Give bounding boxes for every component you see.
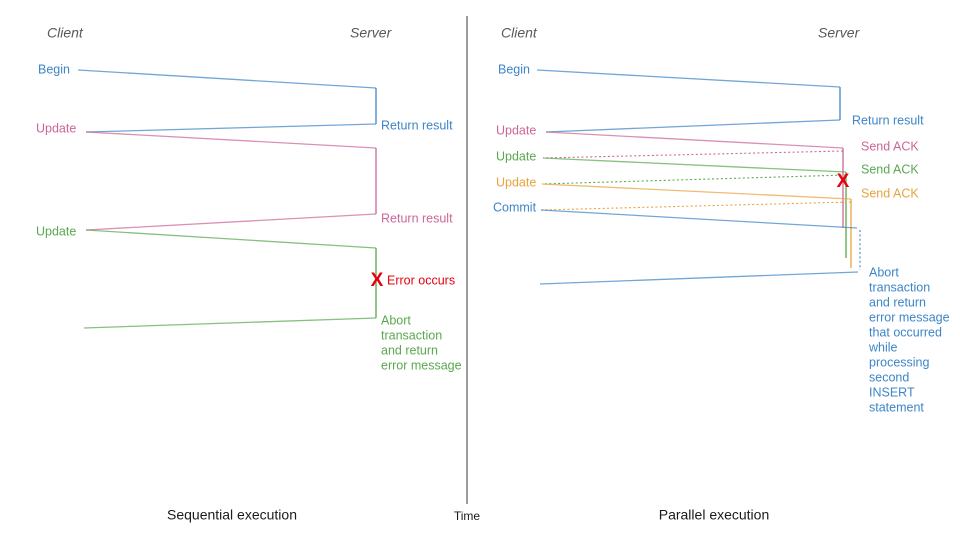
- left-server-label-return-result-2: Return result: [381, 211, 453, 225]
- right-arrow-commit-request: [540, 209, 858, 229]
- time-axis-label: Time: [454, 509, 481, 523]
- right-abort-note-line-10: statement: [869, 400, 924, 414]
- right-arrow-update-orange-request: [541, 183, 852, 200]
- left-abort-note-line-4: error message: [381, 358, 462, 372]
- right-arrow-ack-orange: [540, 201, 852, 211]
- left-client-label-update2: Update: [36, 224, 76, 238]
- right-arrow-begin-request: [536, 69, 841, 88]
- right-arrow-update-green-request: [542, 157, 847, 173]
- left-arrow-update1-request: [85, 131, 377, 149]
- left-client-label-update1: Update: [36, 121, 76, 135]
- right-abort-note-line-7: processing: [869, 355, 929, 369]
- left-server-label-return-result-1: Return result: [381, 118, 453, 132]
- left-abort-note-line-3: and return: [381, 343, 438, 357]
- right-server-label-ack-2: Send ACK: [861, 162, 919, 176]
- right-client-label-commit: Commit: [493, 200, 537, 214]
- right-client-actor-label: Client: [501, 25, 538, 41]
- right-abort-note-line-4: error message: [869, 310, 950, 324]
- left-arrow-update2-request: [85, 229, 377, 249]
- left-panel-caption: Sequential execution: [167, 507, 297, 523]
- left-error-occurs-label: Error occurs: [387, 273, 455, 287]
- right-abort-note-line-5: that occurred: [869, 325, 942, 339]
- right-abort-note-line-6: while: [868, 340, 898, 354]
- right-server-actor-label: Server: [818, 25, 861, 41]
- left-arrow-return-result-2: [85, 213, 377, 231]
- right-arrow-ack-pink: [542, 150, 844, 159]
- right-server-label-ack-3: Send ACK: [861, 186, 919, 200]
- right-client-label-update3: Update: [496, 175, 536, 189]
- right-arrow-abort-response: [539, 271, 859, 285]
- right-server-label-return-result: Return result: [852, 113, 924, 127]
- right-client-label-begin: Begin: [498, 62, 530, 76]
- right-panel-caption: Parallel execution: [659, 507, 770, 523]
- left-client-label-begin: Begin: [38, 62, 70, 76]
- right-server-label-ack-1: Send ACK: [861, 139, 919, 153]
- right-client-label-update1: Update: [496, 123, 536, 137]
- right-abort-note-line-3: and return: [869, 295, 926, 309]
- left-arrow-begin-request: [77, 69, 377, 89]
- right-abort-note-line-8: second: [869, 370, 909, 384]
- right-abort-note-line-1: Abort: [869, 265, 899, 279]
- right-arrow-ack-green: [541, 174, 847, 185]
- right-abort-note-line-9: INSERT: [869, 385, 915, 399]
- left-abort-note-line-1: Abort: [381, 313, 411, 327]
- left-client-actor-label: Client: [47, 25, 84, 41]
- right-client-label-update2: Update: [496, 149, 536, 163]
- right-arrow-return-result: [545, 119, 841, 133]
- right-error-x-icon: X: [837, 171, 850, 192]
- right-abort-note-line-2: transaction: [869, 280, 930, 294]
- left-arrow-abort-response: [83, 317, 377, 329]
- left-error-x-icon: X: [371, 270, 384, 291]
- left-arrow-return-result-1: [85, 123, 377, 133]
- right-arrow-update-pink-request: [545, 131, 844, 149]
- left-abort-note-line-2: transaction: [381, 328, 442, 342]
- left-server-actor-label: Server: [350, 25, 393, 41]
